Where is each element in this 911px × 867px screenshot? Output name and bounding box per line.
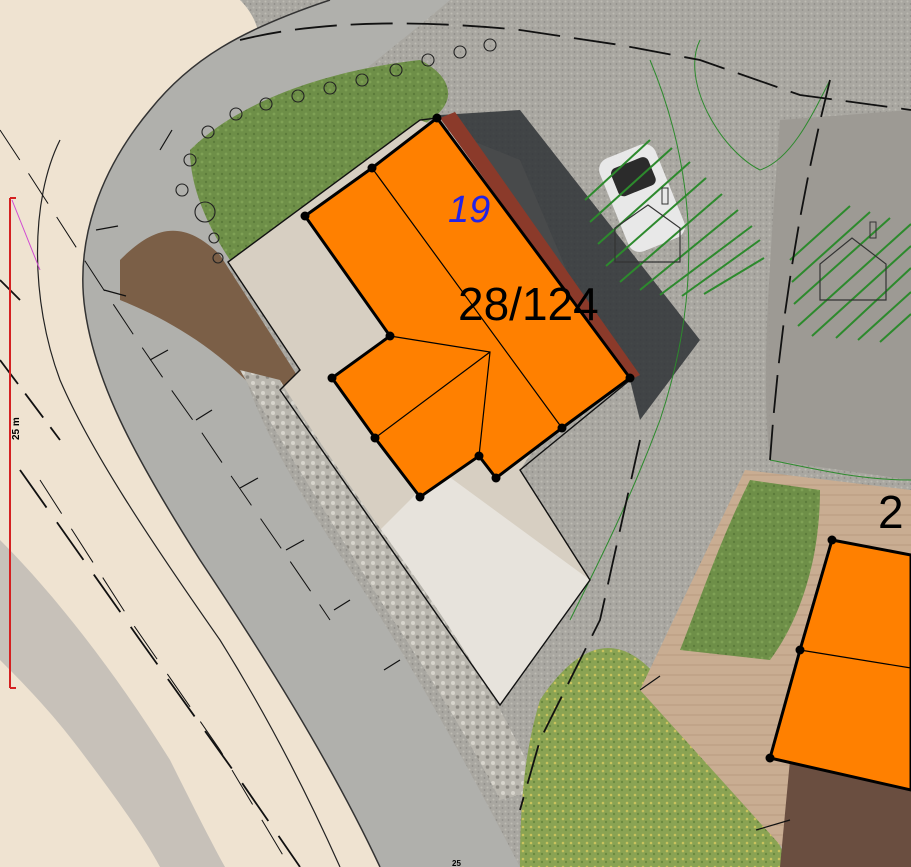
bottom-partial-label: 25: [452, 859, 461, 867]
contour-line-3: [769, 459, 911, 481]
property-boundaries: [0, 22, 911, 867]
house-number-label: 19: [448, 189, 490, 231]
garden-bed: [120, 230, 300, 400]
parcel-label: 28/124: [458, 278, 599, 330]
road-kerb-outer: [82, 0, 381, 867]
road-edge-ticks: [95, 129, 791, 831]
chimney-symbol: [661, 187, 669, 205]
neighbor-vertex-dots: [765, 535, 837, 763]
lower-left-road: [0, 540, 225, 867]
contour-line-2: [569, 59, 690, 621]
lower-road-centerline: [39, 479, 291, 867]
neighbor-lawn: [680, 480, 820, 660]
neighbor-parcel-label: 2: [878, 486, 904, 538]
hatch-lines-left: [584, 139, 765, 297]
house-symbol: [614, 204, 681, 263]
roof-edge: [440, 112, 640, 380]
main-building[interactable]: [302, 115, 633, 500]
neighbor-roof-line: [799, 649, 911, 669]
vertex-dots: [300, 113, 635, 502]
meadow-south: [520, 647, 790, 867]
main-plot-outline: [227, 117, 631, 707]
parking-area: [765, 110, 911, 480]
patio-slab: [380, 470, 590, 705]
house-symbol-right: [819, 237, 887, 301]
scale-bar: [9, 197, 41, 689]
hatch-lines-right: [789, 205, 911, 343]
roof-lines: [371, 167, 563, 457]
lawn-north: [190, 60, 449, 260]
tree-symbols: [175, 38, 497, 264]
road: [82, 0, 520, 867]
rock-slope: [240, 370, 540, 800]
chimney-symbol-right: [869, 221, 877, 239]
neighbor-building[interactable]: [768, 538, 911, 792]
contour-line-1: [694, 39, 831, 171]
road-boundary-line: [36, 139, 341, 867]
neighbor-roof-dark: [780, 760, 911, 867]
scale-label: 25 m: [11, 417, 22, 440]
